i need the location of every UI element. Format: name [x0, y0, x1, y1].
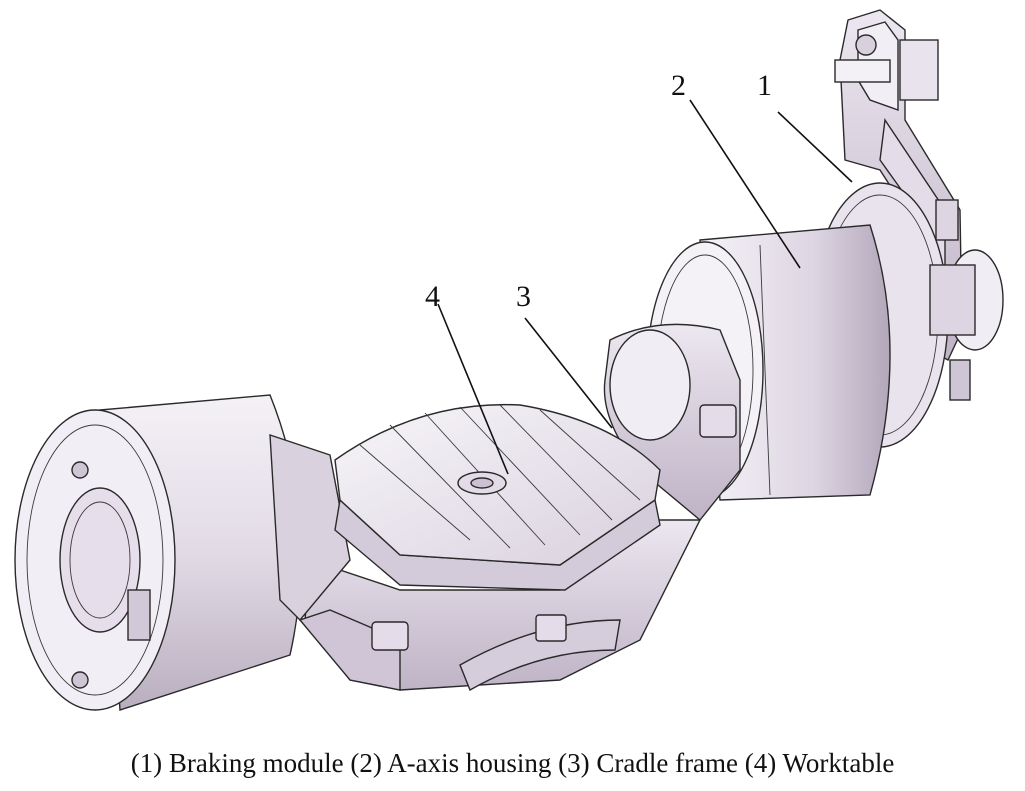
- callout-1: 1: [757, 69, 772, 102]
- callout-4: 4: [425, 280, 440, 313]
- leader-line-4: [437, 303, 509, 475]
- leader-line-3: [524, 317, 613, 429]
- worktable: [334, 403, 661, 591]
- leader-line-1: [777, 111, 853, 183]
- figure-caption: (1) Braking module (2) A-axis housing (3…: [130, 748, 895, 778]
- callout-3: 3: [516, 280, 531, 313]
- leader-line-2: [689, 99, 801, 269]
- a-axis-housing-left: [14, 394, 351, 711]
- callout-2: 2: [671, 69, 686, 102]
